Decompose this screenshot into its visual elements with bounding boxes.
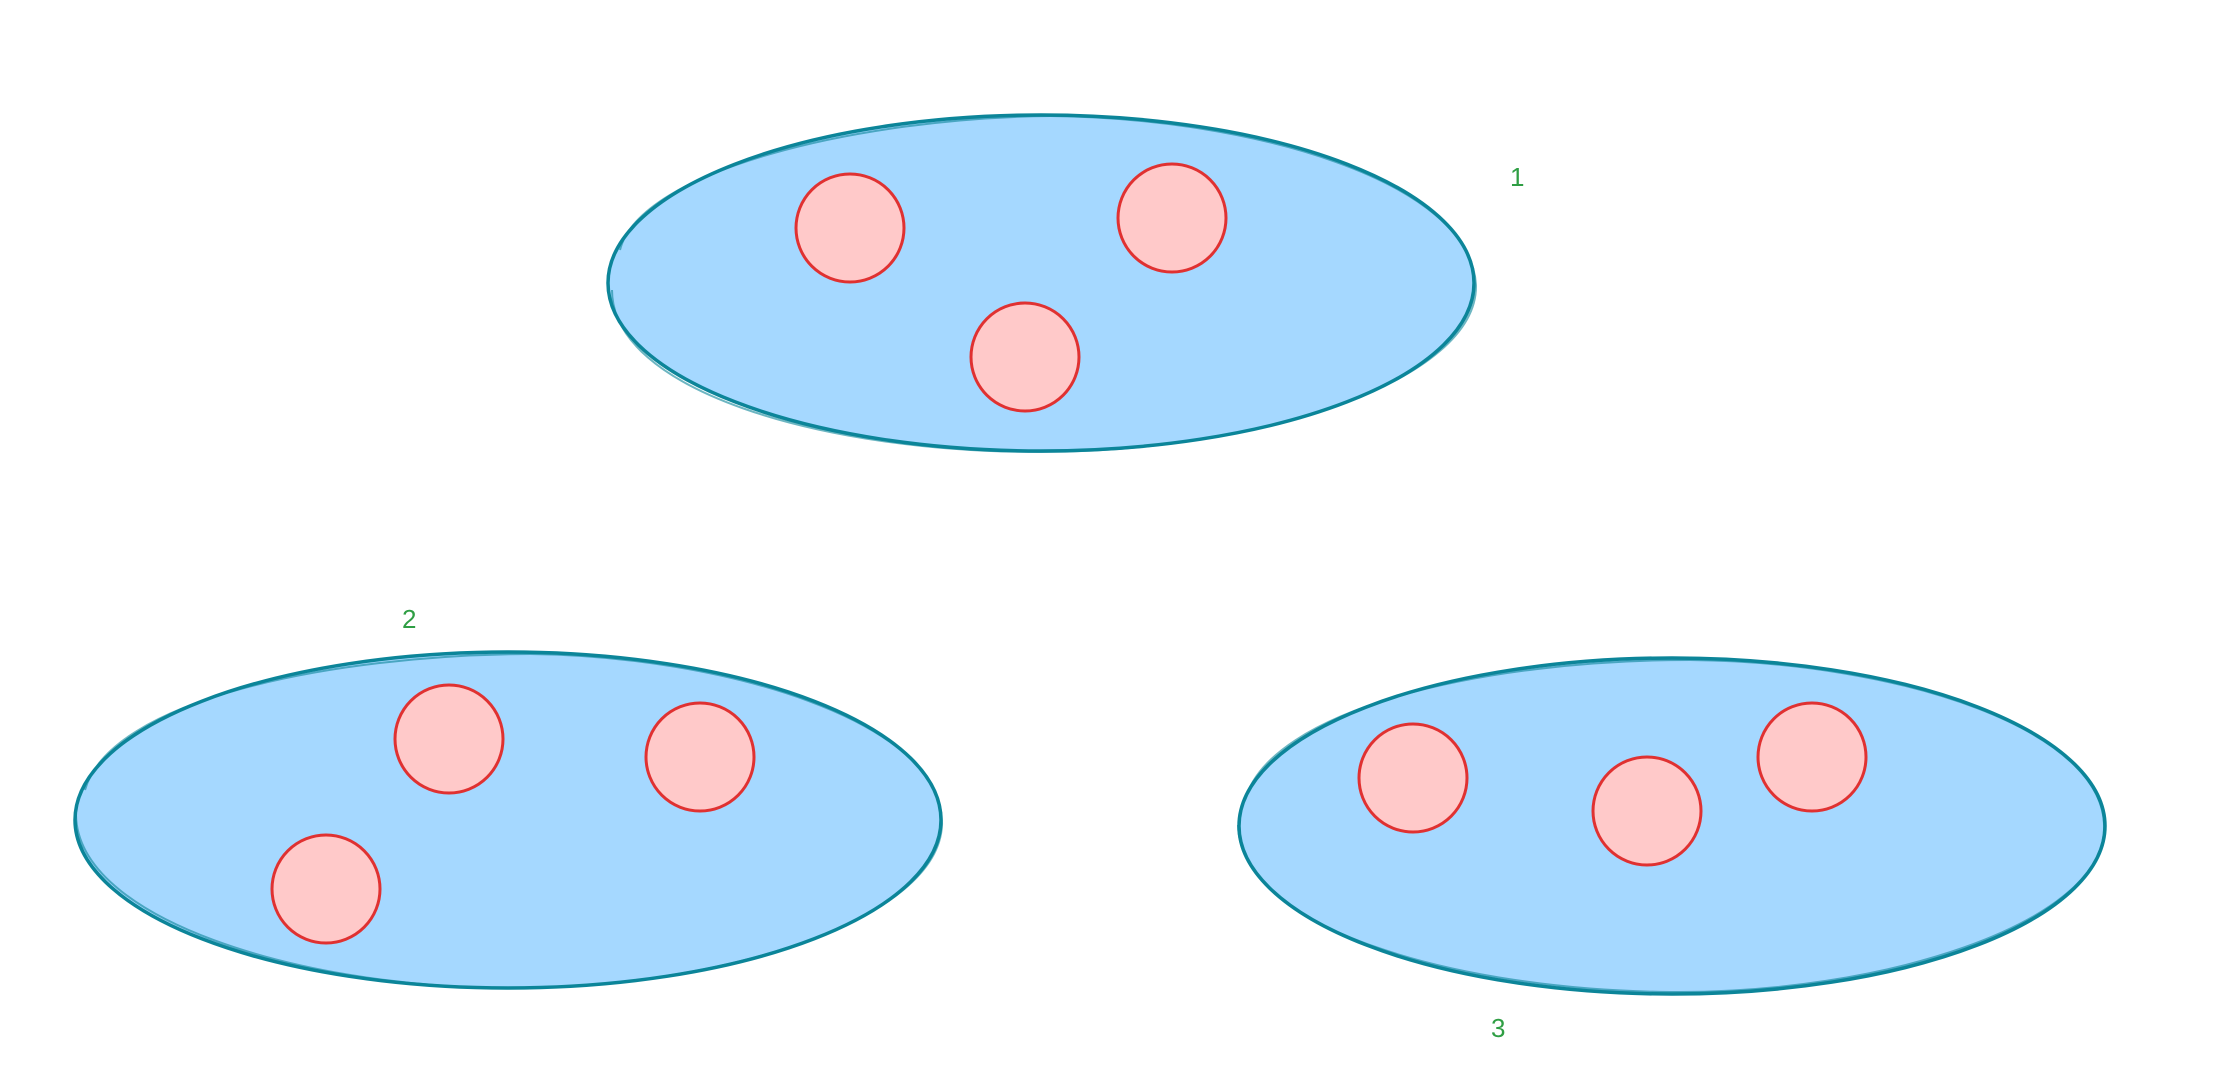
set-2-element-2 <box>644 701 756 813</box>
set-2: 2 <box>73 604 944 990</box>
set-3-element-1 <box>1357 722 1469 834</box>
set-2-element-1 <box>393 683 505 795</box>
set-1-ellipse-sketch <box>611 114 1478 454</box>
set-3-ellipse-sketch <box>1237 658 2106 994</box>
set-3-element-3 <box>1756 701 1868 813</box>
set-2-label: 2 <box>402 604 416 634</box>
set-1: 1 <box>606 113 1524 454</box>
set-1-element-3 <box>969 301 1081 413</box>
set-1-element-1 <box>794 172 906 284</box>
set-1-label: 1 <box>1510 162 1524 192</box>
set-3-element-2 <box>1591 755 1703 867</box>
set-3-label: 3 <box>1491 1013 1505 1043</box>
set-3: 3 <box>1237 656 2107 1043</box>
set-1-element-2 <box>1116 162 1228 274</box>
set-2-element-3 <box>270 833 382 945</box>
set-2-ellipse-sketch <box>75 652 944 990</box>
